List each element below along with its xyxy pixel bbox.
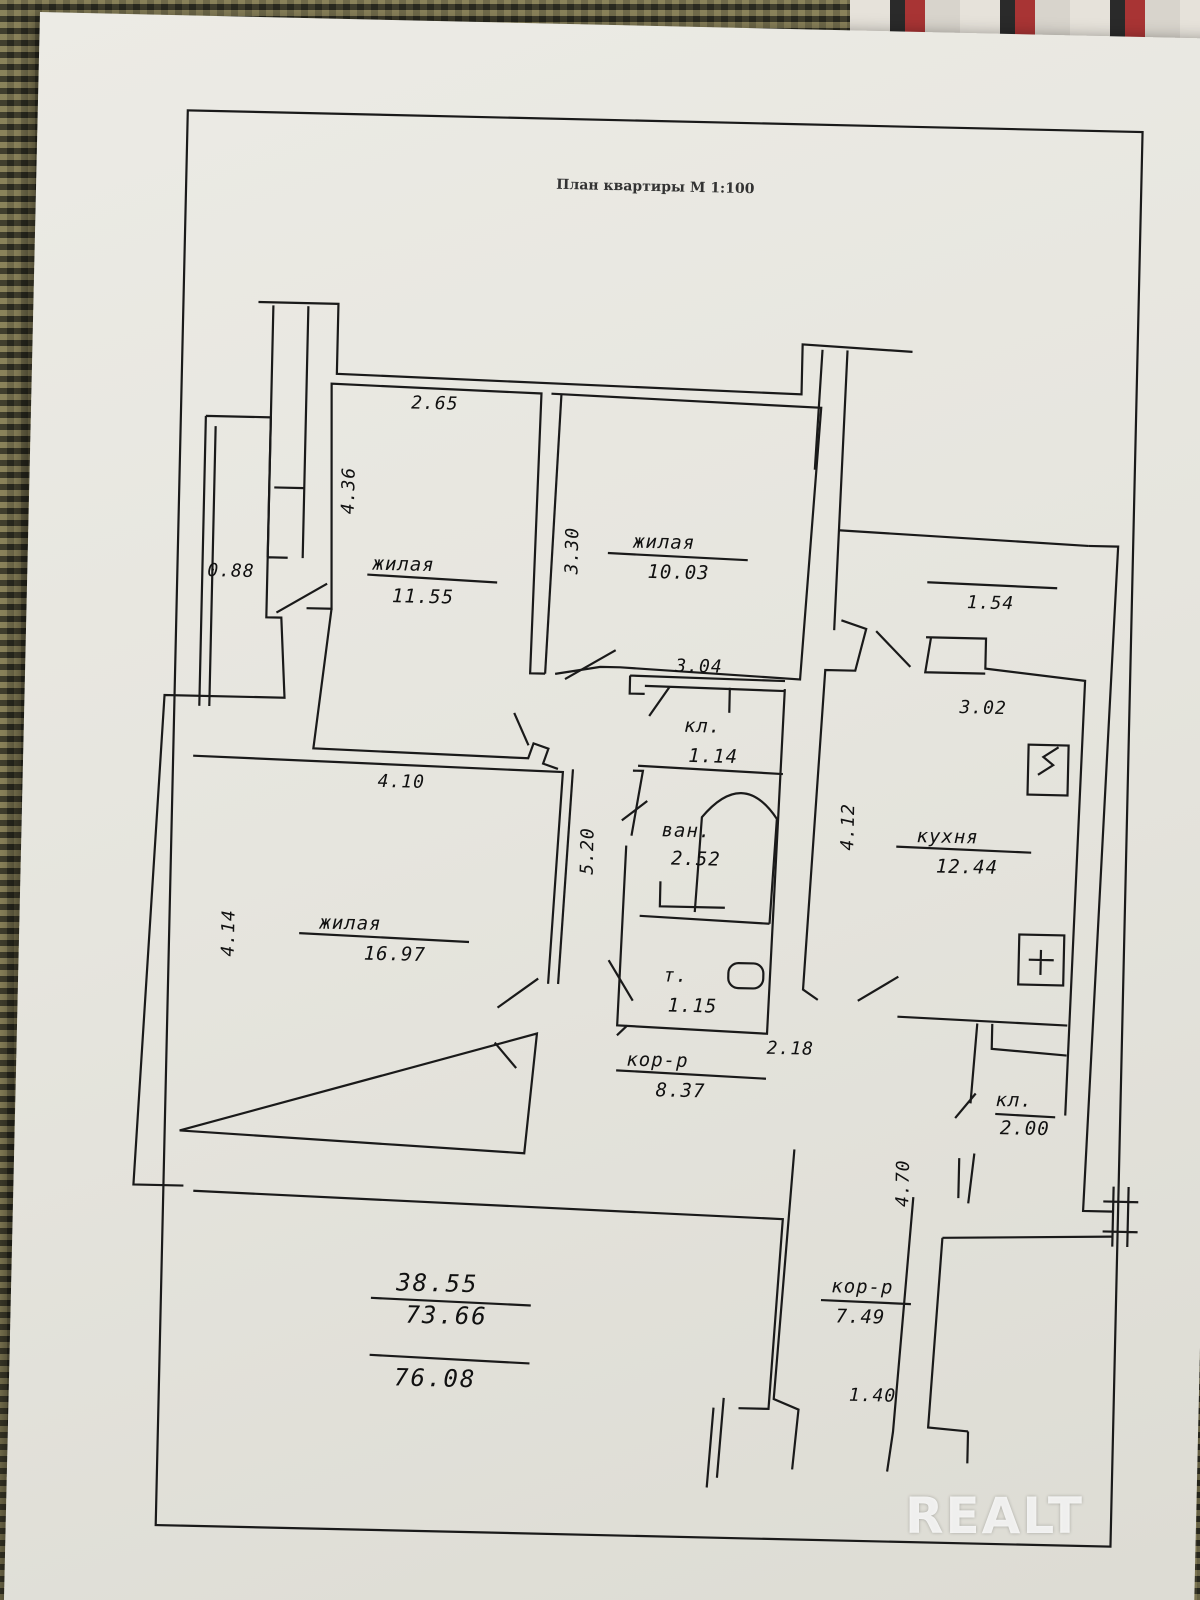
room-corridor1-name: кор-р [626, 1049, 689, 1072]
wall-lower [193, 1189, 784, 1411]
balcony-left [198, 414, 272, 707]
bath-tub [693, 792, 779, 924]
stove [1017, 933, 1066, 987]
corridor-left-wall [772, 1149, 800, 1470]
door-living2 [564, 649, 617, 681]
total-area: 73.66 [405, 1301, 488, 1331]
door-kitchen [857, 975, 899, 1002]
underline-154 [927, 581, 1058, 590]
room-corridor1-area: 8.37 [655, 1079, 705, 1102]
room-toilet-area: 1.15 [667, 994, 717, 1017]
door-kitchen-balcony [875, 630, 912, 668]
dim-3-02: 3.02 [958, 697, 1007, 719]
wall-top [258, 300, 913, 396]
dim-0-88: 0.88 [207, 560, 255, 582]
wall-top-left [266, 305, 310, 559]
floor-plan-sheet: План квартиры М 1:100 2.65 4.36 0.88 3.3… [2, 12, 1200, 1600]
door-living1-b [513, 712, 530, 746]
balcony-right-mark [1102, 1186, 1139, 1248]
room-living2-area: 10.03 [647, 561, 710, 584]
closet1-walls [628, 674, 786, 695]
room-living3-area: 16.97 [363, 943, 426, 966]
dim-5-20: 5.20 [577, 827, 599, 875]
gross-area: 76.08 [394, 1363, 477, 1393]
electric-symbol [1037, 746, 1060, 776]
dim-3-04: 3.04 [674, 656, 723, 678]
frame-border [154, 109, 1144, 1548]
floor-plan-drawing: План квартиры М 1:100 2.65 4.36 0.88 3.3… [132, 109, 1144, 1548]
room-closet1-name: кл. [684, 715, 722, 738]
plan-title: План квартиры М 1:100 [556, 177, 755, 197]
room-living2-leftwall [544, 393, 563, 674]
kitchen-left-walls [801, 529, 1089, 1001]
closet2-walls [897, 1015, 1068, 1104]
wet-zone-outer [616, 689, 786, 1035]
room-living1-area: 11.55 [392, 585, 455, 608]
bath-toilet-divider [616, 914, 770, 1037]
room-corridor2-name: кор-р [831, 1275, 894, 1298]
underline-corridor1 [616, 1069, 767, 1080]
corridor-right-wall [886, 1197, 969, 1472]
entry-marks [705, 1397, 970, 1488]
door-bath [621, 800, 648, 822]
door-toilet [607, 959, 634, 1002]
dim-4-10: 4.10 [377, 771, 425, 793]
total-living-area: 38.55 [395, 1268, 479, 1298]
room-corridor2-area: 7.49 [835, 1305, 885, 1328]
dim-4-70: 4.70 [892, 1159, 914, 1207]
room-bath-area: 2.52 [671, 848, 721, 871]
dim-1-40: 1.40 [849, 1385, 897, 1407]
dim-2-65: 2.65 [411, 393, 459, 415]
bath-walls [630, 764, 783, 836]
room-living3-name: жилая [318, 912, 382, 935]
dim-4-14: 4.14 [218, 909, 240, 957]
room-closet2-name: кл. [995, 1089, 1033, 1112]
room-living2-name: жилая [632, 531, 696, 554]
dim-2-18: 2.18 [766, 1038, 814, 1060]
door-living3 [493, 977, 539, 1069]
wall-left [132, 556, 288, 1187]
kitchen-right-walls [926, 636, 1087, 1116]
room-kitchen-area: 12.44 [936, 856, 999, 879]
underline-kitchen [896, 845, 1032, 854]
dim-1-54: 1.54 [967, 592, 1015, 614]
room-living2-walls [551, 392, 823, 681]
underline-living1 [367, 573, 498, 584]
toilet-fixture [727, 961, 765, 990]
underline-corridor2 [820, 1298, 911, 1306]
room-living1-walls [306, 382, 546, 675]
room-closet2-area: 2.00 [1000, 1117, 1050, 1140]
stove-mark [1028, 949, 1054, 975]
dim-3-30: 3.30 [561, 527, 583, 576]
dim-4-12: 4.12 [837, 803, 859, 851]
kitchen-vent [923, 637, 986, 675]
closet2-door [957, 1153, 976, 1204]
electric-panel [1026, 743, 1070, 797]
room-closet1-area: 1.14 [688, 745, 738, 768]
room-living1-bottom [312, 608, 559, 770]
door-closet2 [954, 1092, 977, 1119]
underline-living2 [607, 551, 748, 562]
totals-line-1 [370, 1296, 531, 1307]
underline-living3 [299, 932, 470, 944]
room-living3-rightwall [556, 769, 575, 985]
totals-line-2 [369, 1353, 530, 1365]
room-toilet-name: т. [663, 964, 688, 987]
entry-wall [942, 1235, 1113, 1239]
door-closet1 [648, 685, 731, 717]
door-living1 [275, 582, 328, 614]
room-kitchen-name: кухня [916, 825, 979, 848]
balcony-right [1081, 544, 1120, 1213]
room-living3-walls [179, 754, 565, 1155]
bath-sink [658, 881, 725, 909]
room-bath-name: ван. [661, 819, 711, 842]
realt-watermark-logo: REALT [905, 1487, 1085, 1545]
dim-4-36: 4.36 [338, 467, 360, 515]
room-living1-name: жилая [371, 553, 435, 576]
underline-closet2 [995, 1112, 1056, 1119]
wall-column [813, 349, 849, 631]
